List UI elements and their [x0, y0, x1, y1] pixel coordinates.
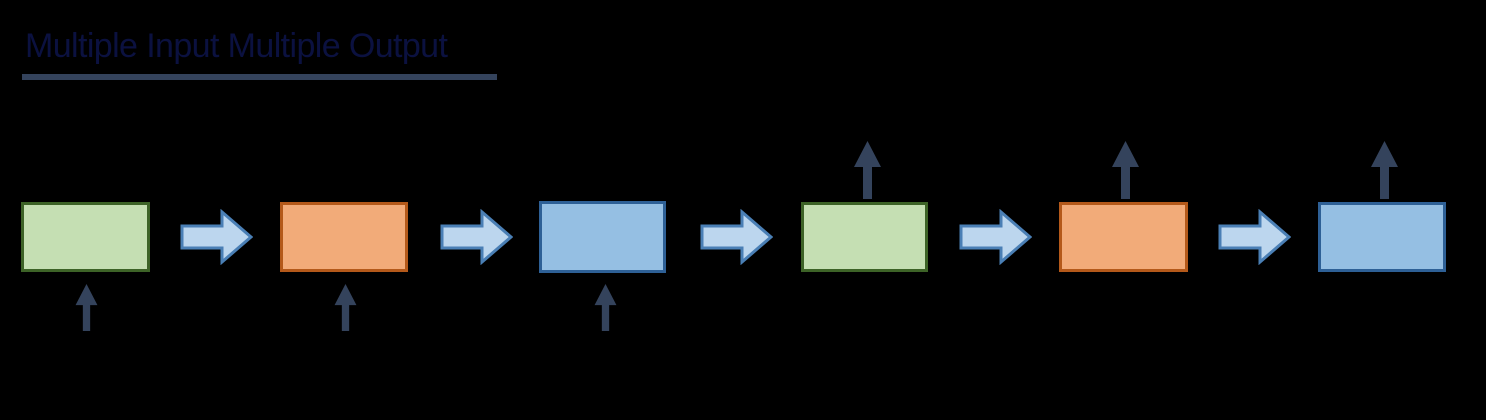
- output-arrow-2: [1112, 141, 1139, 199]
- flow-arrow-5: [1218, 209, 1291, 265]
- flow-arrow-4: [959, 209, 1032, 265]
- input-arrow-1: [75, 284, 98, 331]
- input-arrow-2: [334, 284, 357, 331]
- flow-arrow-3: [700, 209, 773, 265]
- title-underline-rule: [22, 74, 497, 80]
- block-3: [539, 201, 666, 273]
- output-arrow-3: [1371, 141, 1398, 199]
- block-2: [280, 202, 408, 272]
- block-4: [801, 202, 928, 272]
- output-arrow-1: [854, 141, 881, 199]
- input-arrow-3: [594, 284, 617, 331]
- block-1: [21, 202, 150, 272]
- flow-arrow-2: [440, 209, 513, 265]
- page-title: Multiple Input Multiple Output: [25, 27, 448, 65]
- flow-arrow-1: [180, 209, 253, 265]
- block-5: [1059, 202, 1188, 272]
- block-6: [1318, 202, 1446, 272]
